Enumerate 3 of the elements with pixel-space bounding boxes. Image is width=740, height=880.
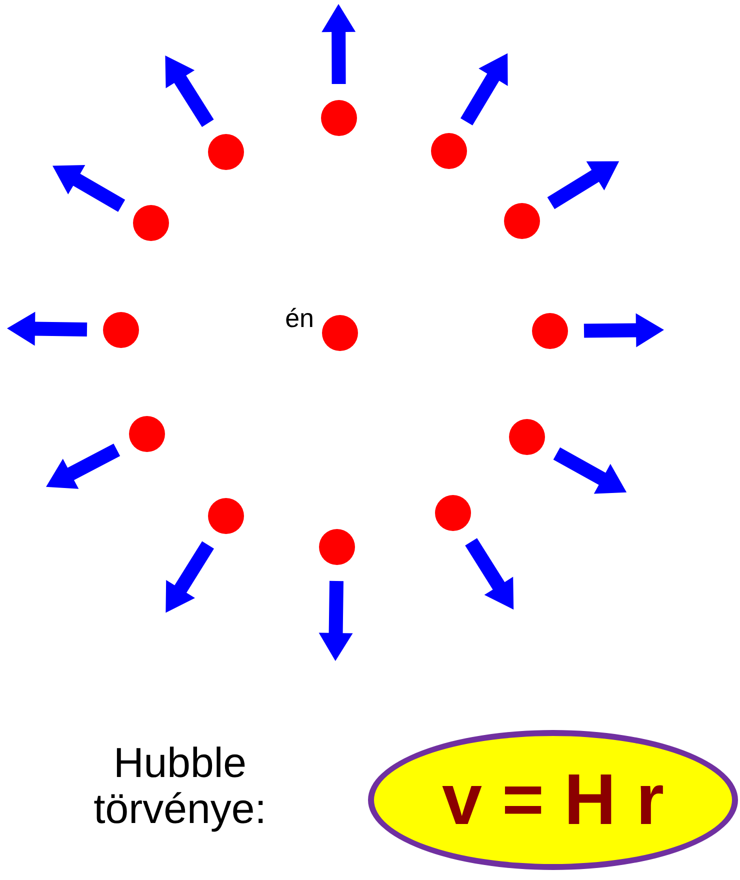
formula-text: v = H r: [442, 759, 664, 841]
point-label: én: [285, 303, 314, 334]
caption-text: Hubble törvénye:: [92, 740, 268, 832]
